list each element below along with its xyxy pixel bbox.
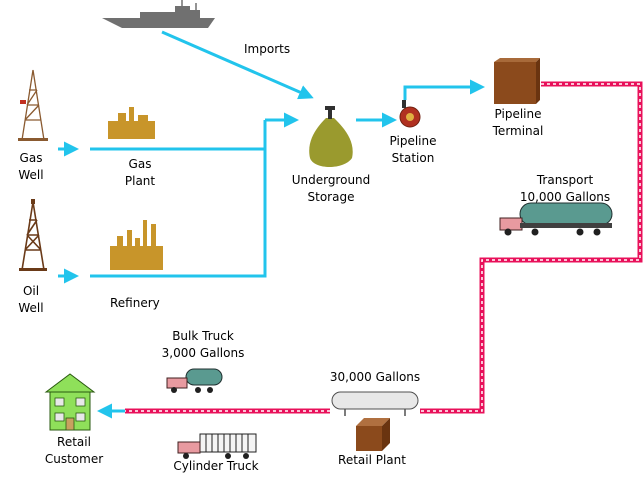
imports-label: Imports [244, 41, 290, 58]
bulk-truck-icon [167, 369, 222, 393]
gas-plant-icon [108, 107, 155, 139]
pump-icon [400, 100, 420, 127]
house-icon [46, 374, 94, 430]
refinery-icon [110, 220, 163, 270]
transport-truck-icon [500, 203, 612, 236]
cylinder-truck-label: Cylinder Truck [154, 458, 278, 475]
flow-arrows [58, 32, 482, 411]
storage-bag-icon [309, 106, 352, 167]
retail-plant-icon [356, 418, 390, 451]
retail-plant-label: Retail Plant [322, 452, 422, 469]
storage-tank-icon [332, 392, 418, 416]
cylinder-truck-icon [178, 434, 256, 459]
terminal-icon [494, 58, 540, 104]
oil-well-icon [19, 199, 47, 271]
refinery-label: Refinery [110, 295, 160, 312]
gas-well-icon [18, 70, 48, 141]
storage-30000-label: 30,000 Gallons [310, 369, 440, 386]
ship-icon [102, 0, 215, 28]
station-to-terminal-arrow [405, 87, 482, 100]
